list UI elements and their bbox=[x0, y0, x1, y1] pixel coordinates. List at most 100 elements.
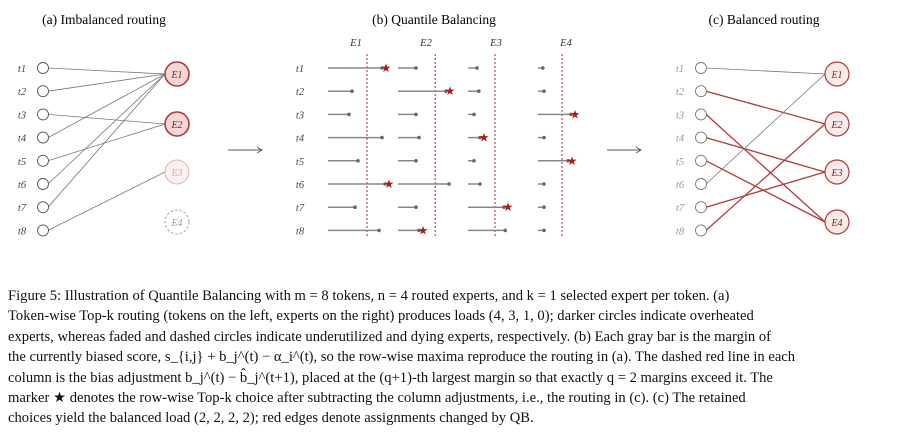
caption-line-6: marker ★ denotes the row-wise Top-k choi… bbox=[8, 390, 746, 407]
token-label-b-8: t8 bbox=[296, 226, 305, 237]
caption-line-2: Token-wise Top-k routing (tokens on the … bbox=[8, 308, 754, 325]
topk-star-t3: ★ bbox=[570, 107, 581, 121]
token-label-b-5: t5 bbox=[296, 157, 304, 168]
token-label-a-5: t5 bbox=[18, 157, 26, 168]
topk-star-t5: ★ bbox=[567, 154, 578, 168]
panel-b-title: (b) Quantile Balancing bbox=[372, 12, 496, 27]
margin-bar-end-t8-e3 bbox=[503, 228, 508, 233]
caption-line-4: the currently biased score, s_{i,j} + b_… bbox=[8, 349, 796, 366]
figure-5: (a) Imbalanced routing (b) Quantile Bala… bbox=[18, 12, 850, 238]
token-label-c-1: t1 bbox=[676, 64, 684, 75]
topk-star-t7: ★ bbox=[503, 200, 514, 214]
edge-c-t3 bbox=[705, 113, 826, 223]
edge-c-t4 bbox=[705, 136, 826, 173]
expert-label-a-4: E4 bbox=[170, 218, 182, 229]
column-header-3: E3 bbox=[489, 38, 502, 49]
token-label-a-6: t6 bbox=[18, 180, 27, 191]
token-label-c-6: t6 bbox=[676, 180, 685, 191]
arrow-head-2 bbox=[635, 146, 642, 154]
token-node-a-2 bbox=[37, 85, 49, 98]
token-label-b-4: t4 bbox=[296, 134, 305, 145]
token-node-a-8 bbox=[37, 224, 49, 237]
token-label-c-2: t2 bbox=[676, 87, 685, 98]
token-label-b-3: t3 bbox=[296, 110, 304, 121]
edge-c-t8 bbox=[705, 123, 826, 231]
topk-star-t1: ★ bbox=[381, 61, 392, 75]
expert-node-c-4 bbox=[824, 209, 850, 235]
expert-label-c-2: E2 bbox=[830, 120, 842, 131]
margin-bar-end-t8-e1 bbox=[377, 228, 381, 233]
margin-bar-end-t7-e2 bbox=[414, 205, 418, 209]
column-header-2: E2 bbox=[419, 38, 432, 49]
margin-bar-end-t6-e1 bbox=[383, 182, 387, 186]
edge-a-t1 bbox=[47, 67, 166, 75]
topk-star-t8: ★ bbox=[418, 223, 429, 237]
caption-line-3: experts, whereas faded and dashed circle… bbox=[8, 328, 772, 345]
margin-bar-end-t2-e4 bbox=[542, 89, 546, 93]
margin-bar-end-t4-e3 bbox=[478, 135, 482, 140]
edge-c-t7 bbox=[705, 171, 826, 208]
edge-a-t5 bbox=[47, 123, 166, 162]
expert-label-a-1: E1 bbox=[170, 70, 182, 81]
margin-bar-end-t1-e4 bbox=[541, 66, 545, 70]
edge-c-t6 bbox=[705, 73, 826, 185]
expert-label-a-2: E2 bbox=[170, 120, 182, 131]
margin-bar-end-t8-e4 bbox=[542, 228, 546, 233]
token-node-c-8 bbox=[695, 224, 707, 237]
token-label-c-3: t3 bbox=[676, 110, 684, 121]
token-label-b-7: t7 bbox=[296, 203, 305, 214]
token-node-c-1 bbox=[695, 62, 707, 74]
token-label-b-1: t1 bbox=[296, 64, 304, 75]
margin-bar-end-t1-e2 bbox=[414, 66, 418, 70]
margin-bar-end-t6-e2 bbox=[447, 182, 451, 186]
column-header-1: E1 bbox=[349, 38, 362, 49]
expert-node-a-4 bbox=[164, 209, 190, 235]
token-label-b-6: t6 bbox=[296, 180, 305, 191]
expert-node-c-3 bbox=[824, 159, 850, 185]
expert-label-c-4: E4 bbox=[830, 218, 842, 229]
token-label-c-8: t8 bbox=[676, 226, 685, 237]
token-node-c-2 bbox=[695, 85, 707, 98]
token-label-a-1: t1 bbox=[18, 64, 26, 75]
edge-a-t4 bbox=[47, 73, 166, 138]
token-node-a-5 bbox=[37, 154, 49, 167]
margin-bar-end-t5-e4 bbox=[566, 159, 570, 163]
margin-bar-end-t2-e3 bbox=[477, 89, 481, 93]
figure-caption: Figure 5: Illustration of Quantile Balan… bbox=[8, 286, 892, 429]
token-node-c-7 bbox=[695, 201, 707, 214]
margin-bar-end-t3-e4 bbox=[569, 112, 573, 117]
expert-label-a-3: E3 bbox=[170, 168, 182, 179]
margin-bar-end-t6-e4 bbox=[542, 182, 546, 186]
margin-bar-end-t4-e1 bbox=[380, 135, 384, 140]
margin-bar-end-t7-e1 bbox=[353, 205, 357, 209]
expert-node-a-3 bbox=[164, 159, 190, 185]
margin-bar-end-t3-e3 bbox=[472, 112, 476, 117]
margin-bar-end-t7-e3 bbox=[502, 205, 506, 209]
expert-node-c-2 bbox=[824, 111, 850, 137]
margin-bar-end-t2-e2 bbox=[444, 89, 448, 93]
caption-line-5: column is the bias adjustment b_j^(t) − … bbox=[8, 369, 773, 386]
topk-star-t4: ★ bbox=[479, 131, 490, 145]
token-label-a-2: t2 bbox=[18, 87, 27, 98]
panel-a-title: (a) Imbalanced routing bbox=[42, 12, 166, 27]
token-label-a-3: t3 bbox=[18, 110, 26, 121]
token-node-c-5 bbox=[695, 154, 707, 167]
panel-c-title: (c) Balanced routing bbox=[709, 12, 820, 27]
margin-bar-end-t4-e2 bbox=[417, 135, 421, 140]
caption-line-1: Figure 5: Illustration of Quantile Balan… bbox=[8, 288, 730, 304]
margin-bar-end-t3-e2 bbox=[414, 112, 418, 117]
margin-bar-end-t5-e3 bbox=[472, 159, 476, 163]
edge-c-t1 bbox=[705, 67, 826, 75]
margin-bar-end-t5-e2 bbox=[414, 159, 418, 163]
token-node-c-3 bbox=[695, 108, 707, 121]
margin-bar-end-t6-e3 bbox=[478, 182, 482, 186]
panel-arrows bbox=[228, 146, 642, 154]
edge-a-t6 bbox=[47, 73, 166, 185]
expert-node-a-2 bbox=[164, 111, 190, 137]
caption-line-7: choices yield the balanced load (2, 2, 2… bbox=[8, 410, 534, 427]
token-label-a-7: t7 bbox=[18, 203, 27, 214]
token-node-a-1 bbox=[37, 62, 49, 74]
